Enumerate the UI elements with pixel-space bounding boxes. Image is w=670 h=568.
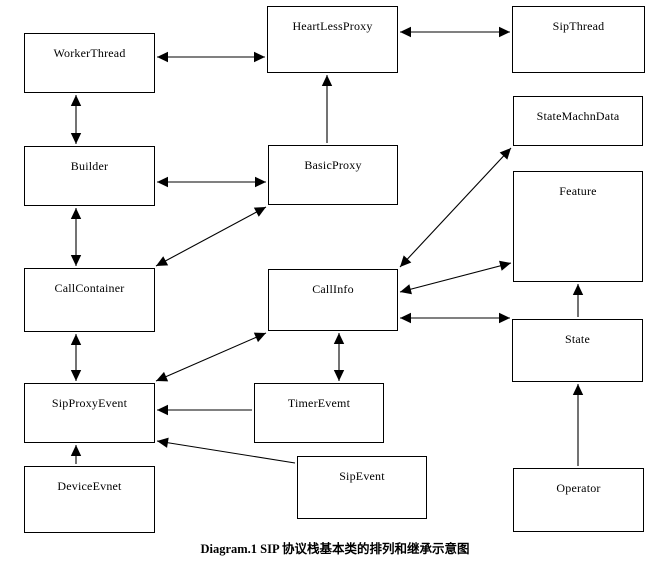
arrowhead (156, 371, 169, 382)
class-box-sipproxyevent[interactable]: SipProxyEvent (24, 383, 155, 443)
arrowhead (400, 284, 412, 295)
arrowhead (572, 284, 584, 295)
edge-callcontainer-to-basicproxy (155, 206, 267, 267)
class-box-statemachndata[interactable]: StateMachnData (513, 96, 643, 146)
arrowhead (156, 256, 169, 266)
class-box-operator[interactable]: Operator (513, 468, 644, 532)
class-box-label: State (565, 332, 590, 346)
arrowhead (400, 312, 411, 324)
class-box-label: StateMachnData (536, 109, 620, 123)
class-box-state[interactable]: State (512, 319, 643, 382)
class-box-label: SipProxyEvent (51, 396, 128, 410)
arrowhead (70, 334, 82, 345)
edge-sipevent-to-sipproxyevent (156, 437, 296, 464)
edge-line (155, 332, 267, 382)
edge-line (155, 206, 267, 267)
class-box-label: Feature (559, 184, 597, 198)
edge-line (399, 262, 512, 293)
class-box-callinfo[interactable]: CallInfo (268, 269, 398, 331)
edge-basicproxy-to-heartlessproxy (321, 75, 333, 143)
class-box-label: Builder (70, 159, 109, 173)
class-box-label: CallContainer (54, 281, 125, 295)
arrowhead (572, 384, 584, 395)
edge-workerthread-to-builder (70, 95, 82, 144)
arrowhead (70, 445, 82, 456)
class-box-label: CallInfo (312, 282, 354, 296)
edge-operator-to-state (572, 384, 584, 466)
arrowhead (157, 437, 169, 448)
class-box-label: BasicProxy (304, 158, 362, 172)
arrowhead (333, 370, 345, 381)
edge-callinfo-to-feature (399, 260, 512, 295)
class-box-basicproxy[interactable]: BasicProxy (268, 145, 398, 205)
arrowhead (70, 95, 82, 106)
class-box-label: WorkerThread (53, 46, 126, 60)
class-box-label: HeartLessProxy (292, 19, 373, 33)
edge-deviceevnet-to-sipproxyevent (70, 445, 82, 464)
edge-line (399, 147, 512, 268)
class-box-heartlessproxy[interactable]: HeartLessProxy (267, 6, 398, 73)
edge-state-to-feature (572, 284, 584, 317)
edge-builder-to-basicproxy (157, 176, 266, 188)
arrowhead (321, 75, 333, 86)
class-box-builder[interactable]: Builder (24, 146, 155, 206)
class-box-workerthread[interactable]: WorkerThread (24, 33, 155, 93)
arrowhead (499, 260, 511, 271)
class-box-label: Operator (556, 481, 601, 495)
edge-callcontainer-to-sipproxyevent (70, 334, 82, 381)
class-box-label: SipThread (552, 19, 605, 33)
edge-sipproxyevent-to-callinfo (155, 332, 267, 382)
class-box-timerevemt[interactable]: TimerEvemt (254, 383, 384, 443)
edge-timerevemt-to-sipproxyevent (157, 404, 252, 416)
arrowhead (400, 26, 411, 38)
class-box-sipthread[interactable]: SipThread (512, 6, 645, 73)
class-box-label: SipEvent (339, 469, 385, 483)
arrowhead (70, 133, 82, 144)
edge-heartlessproxy-to-sipthread (400, 26, 510, 38)
edge-callinfo-to-timerevemt (333, 333, 345, 381)
arrowhead (253, 207, 266, 217)
arrowhead (157, 176, 168, 188)
arrowhead (157, 404, 168, 416)
arrowhead (70, 370, 82, 381)
arrowhead (157, 51, 168, 63)
arrowhead (255, 176, 266, 188)
class-box-feature[interactable]: Feature (513, 171, 643, 282)
arrowhead (499, 26, 510, 38)
arrowhead (70, 208, 82, 219)
edge-line (156, 440, 296, 464)
arrowhead (70, 255, 82, 266)
edge-callinfo-to-statemachndata (399, 147, 512, 268)
arrowhead (333, 333, 345, 344)
arrowhead (253, 332, 266, 343)
arrowhead (254, 51, 265, 63)
class-box-sipevent[interactable]: SipEvent (297, 456, 427, 519)
arrowhead (499, 148, 511, 160)
class-box-deviceevnet[interactable]: DeviceEvnet (24, 466, 155, 533)
arrowhead (499, 312, 510, 324)
edge-builder-to-callcontainer (70, 208, 82, 266)
class-box-callcontainer[interactable]: CallContainer (24, 268, 155, 332)
edge-workerthread-to-heartlessproxy (157, 51, 265, 63)
class-box-label: DeviceEvnet (57, 479, 122, 493)
diagram-caption: Diagram.1 SIP 协议栈基本类的排列和继承示意图 (200, 542, 470, 556)
arrowhead (400, 255, 412, 267)
class-box-label: TimerEvemt (287, 396, 351, 410)
edge-callinfo-to-state (400, 312, 510, 324)
